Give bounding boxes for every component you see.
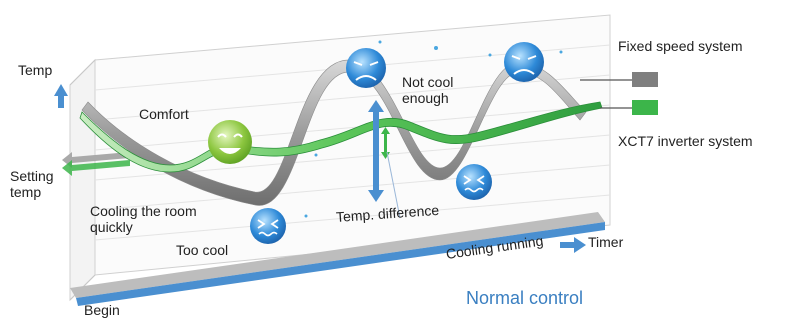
timer-label: Timer: [588, 234, 624, 250]
cold-face-2: [456, 164, 492, 200]
chart-frame: [69, 14, 611, 302]
comfort-face: [208, 120, 252, 164]
not-cool-face-1: [346, 48, 386, 88]
too-cool-face: [250, 208, 286, 244]
not-cool-face-2: [504, 42, 544, 82]
y-axis-label: Temp: [18, 62, 53, 78]
sweat-drops: [304, 40, 563, 218]
comfort-label: Comfort: [139, 106, 189, 122]
temp-arrow: [54, 84, 68, 108]
legend-swatch-fixed: [632, 72, 658, 87]
not-cool-label: Not cool enough: [402, 74, 454, 106]
legend-label-fixed: Fixed speed system: [618, 38, 743, 54]
begin-label: Begin: [84, 302, 120, 318]
cooling-quickly-label: Cooling the room quickly: [90, 203, 197, 235]
running-arrow: [560, 237, 586, 253]
time-axis-rail: [70, 212, 605, 306]
too-cool-label: Too cool: [176, 242, 229, 258]
legend-label-inverter: XCT7 inverter system: [618, 133, 753, 149]
setting-temp-label: Setting temp: [10, 168, 54, 200]
temp-difference-arrow: [368, 100, 401, 219]
legend-swatch-inverter: [632, 100, 658, 115]
legend-connectors: [580, 79, 632, 109]
normal-control-label: Normal control: [466, 288, 584, 308]
setting-temp-arrows: [62, 152, 130, 176]
